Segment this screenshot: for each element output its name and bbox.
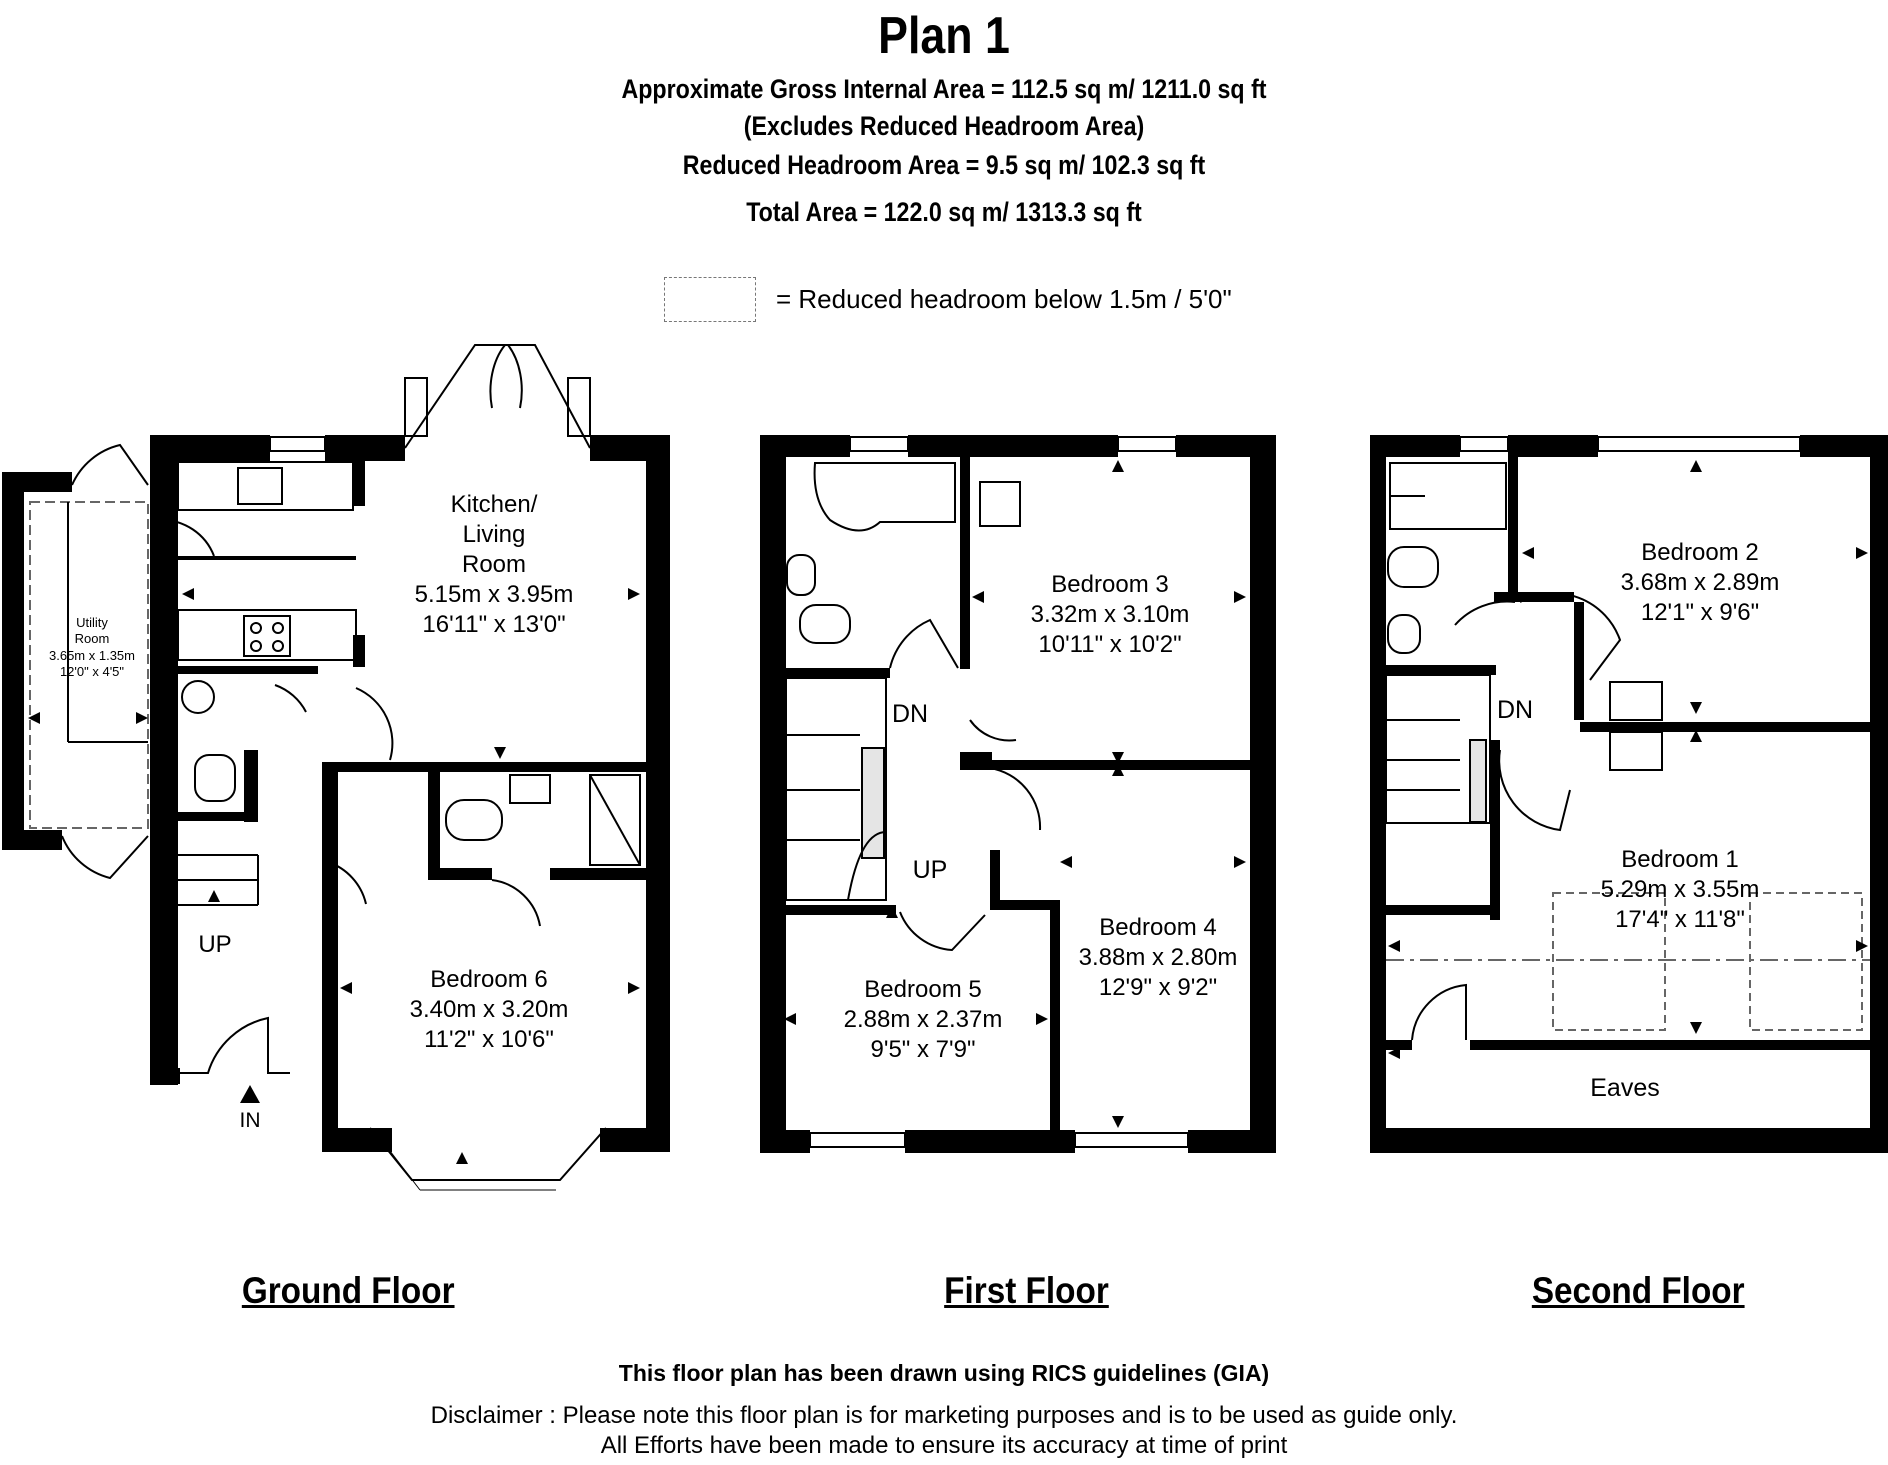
first-up-label: UP xyxy=(912,856,948,884)
second-floor-title: Second Floor xyxy=(1531,1270,1745,1311)
disclaimer-line-2: All Efforts have been made to ensure its… xyxy=(600,1432,1288,1459)
utility-name-2: Room xyxy=(74,631,110,647)
bedroom6-name: Bedroom 6 xyxy=(430,966,548,993)
legend-label: = Reduced headroom below 1.5m / 5'0" xyxy=(776,284,1232,314)
legend-swatch xyxy=(664,277,756,322)
bedroom5-metric: 2.88m x 2.37m xyxy=(843,1006,1003,1033)
second-dn-label: DN xyxy=(1496,696,1534,724)
bedroom5-imperial: 9'5" x 7'9" xyxy=(870,1036,976,1063)
second-floor-walls xyxy=(1370,435,1888,1153)
bedroom1-name: Bedroom 1 xyxy=(1621,846,1739,873)
kitchen-name-2: Living xyxy=(462,521,526,548)
bedroom1-metric: 5.29m x 3.55m xyxy=(1600,876,1760,903)
first-floor-title: First Floor xyxy=(944,1270,1109,1311)
bedroom1-label: Bedroom 1 5.29m x 3.55m 17'4" x 11'8" xyxy=(1570,845,1790,935)
total-area: Total Area = 122.0 sq m/ 1313.3 sq ft xyxy=(746,197,1142,227)
disclaimer-line-1: Disclaimer : Please note this floor plan… xyxy=(430,1402,1458,1429)
first-dn-label: DN xyxy=(891,700,929,728)
reduced-headroom-area: Reduced Headroom Area = 9.5 sq m/ 102.3 … xyxy=(682,150,1206,180)
bedroom6-imperial: 11'2" x 10'6" xyxy=(424,1026,554,1053)
entrance-label: IN xyxy=(239,1109,261,1132)
ground-up-label: UP xyxy=(198,931,232,958)
plan-title: Plan 1 xyxy=(878,7,1010,65)
bedroom2-label: Bedroom 2 3.68m x 2.89m 12'1" x 9'6" xyxy=(1590,538,1810,628)
kitchen-label: Kitchen/ Living Room 5.15m x 3.95m 16'11… xyxy=(394,490,594,640)
first-floor-fixtures xyxy=(768,436,1189,1148)
ground-floor-fixtures xyxy=(29,344,641,1191)
eaves-label: Eaves xyxy=(1590,1074,1660,1102)
gross-area: Approximate Gross Internal Area = 112.5 … xyxy=(621,74,1267,104)
bedroom5-name: Bedroom 5 xyxy=(864,976,982,1003)
bedroom2-metric: 3.68m x 2.89m xyxy=(1620,569,1780,596)
bedroom6-label: Bedroom 6 3.40m x 3.20m 11'2" x 10'6" xyxy=(384,965,594,1055)
utility-label: Utility Room 3.65m x 1.35m 12'0" x 4'5" xyxy=(30,615,154,680)
bedroom5-label: Bedroom 5 2.88m x 2.37m 9'5" x 7'9" xyxy=(818,975,1028,1065)
entrance-arrow-icon xyxy=(240,1085,260,1103)
ground-floor-walls xyxy=(2,435,670,1152)
bedroom4-name: Bedroom 4 xyxy=(1099,914,1217,941)
kitchen-imperial: 16'11" x 13'0" xyxy=(422,611,566,638)
kitchen-name-3: Room xyxy=(461,551,527,578)
bedroom4-imperial: 12'9" x 9'2" xyxy=(1098,974,1218,1001)
utility-imperial: 12'0" x 4'5" xyxy=(59,663,125,679)
rics-note: This floor plan has been drawn using RIC… xyxy=(618,1360,1270,1386)
utility-name-1: Utility xyxy=(76,615,108,630)
bedroom1-imperial: 17'4" x 11'8" xyxy=(1615,906,1745,933)
first-floor-walls xyxy=(760,435,1276,1153)
bedroom3-metric: 3.32m x 3.10m xyxy=(1030,601,1190,628)
kitchen-name-1: Kitchen/ xyxy=(450,491,538,518)
utility-metric: 3.65m x 1.35m xyxy=(49,647,135,663)
bedroom3-name: Bedroom 3 xyxy=(1051,571,1169,598)
bedroom3-imperial: 10'11" x 10'2" xyxy=(1038,631,1182,658)
ground-floor-title: Ground Floor xyxy=(241,1270,455,1311)
excludes-note: (Excludes Reduced Headroom Area) xyxy=(743,111,1145,141)
bedroom3-label: Bedroom 3 3.32m x 3.10m 10'11" x 10'2" xyxy=(1010,570,1210,660)
bedroom2-name: Bedroom 2 xyxy=(1641,539,1759,566)
bedroom4-label: Bedroom 4 3.88m x 2.80m 12'9" x 9'2" xyxy=(1058,913,1258,1003)
kitchen-metric: 5.15m x 3.95m xyxy=(414,581,574,608)
bedroom6-metric: 3.40m x 3.20m xyxy=(409,996,569,1023)
bedroom4-metric: 3.88m x 2.80m xyxy=(1078,944,1238,971)
second-floor-fixtures xyxy=(1372,436,1870,1041)
bedroom2-imperial: 12'1" x 9'6" xyxy=(1640,599,1760,626)
